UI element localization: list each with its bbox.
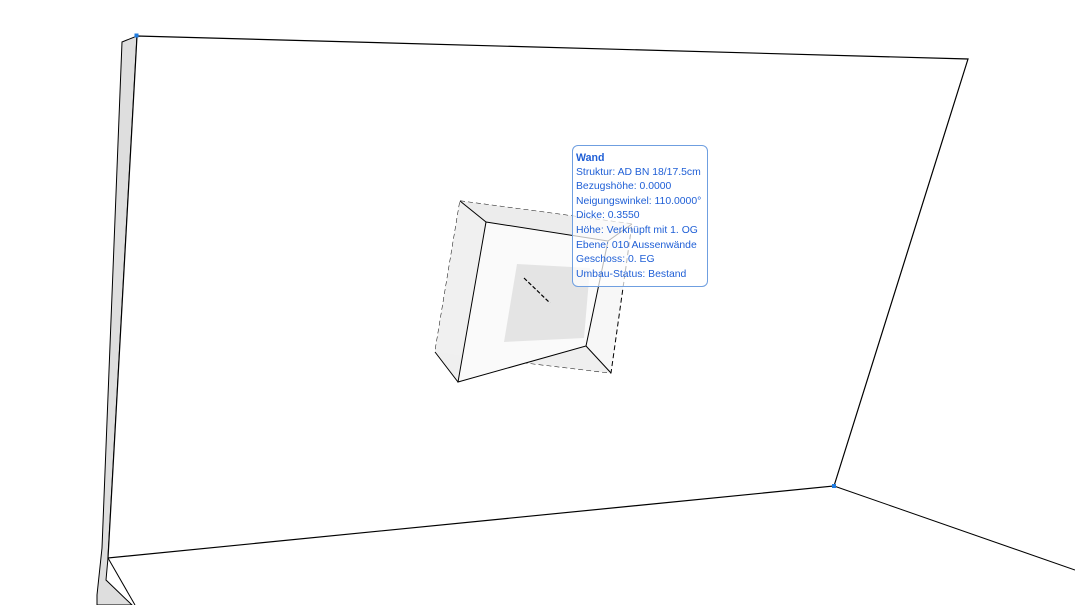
niche-hidden-edge — [523, 277, 551, 304]
niche-edge-tl — [459, 200, 487, 223]
tooltip-row-tilt-angle: Neigungswinkel: 110.0000° — [576, 195, 702, 207]
tooltip-row-renovation-status: Umbau-Status: Bestand — [576, 268, 687, 280]
tooltip-row-layer: Ebene: 010 Aussenwände — [576, 239, 697, 251]
niche-reveal-left — [435, 201, 486, 382]
niche-back-face — [504, 264, 590, 342]
tooltip-title: Wand — [576, 152, 605, 164]
tooltip-row-thickness: Dicke: 0.3550 — [576, 210, 640, 222]
floor-edge-left — [107, 557, 136, 605]
element-info-tooltip: Wand Struktur: AD BN 18/17.5cm Bezugshöh… — [572, 145, 708, 288]
niche-edge-bl — [434, 351, 459, 383]
tooltip-row-height: Höhe: Verknüpft mit 1. OG — [576, 224, 698, 236]
grip-handle-icon[interactable] — [832, 484, 836, 488]
tooltip-row-structure: Struktur: AD BN 18/17.5cm — [576, 166, 701, 178]
niche-edge-br — [585, 345, 612, 374]
tooltip-row-reference-height: Bezugshöhe: 0.0000 — [576, 181, 672, 193]
tooltip-row-storey: Geschoss: 0. EG — [576, 254, 655, 266]
floor-edge-right — [833, 485, 1075, 571]
grip-handle-icon[interactable] — [134, 33, 139, 38]
